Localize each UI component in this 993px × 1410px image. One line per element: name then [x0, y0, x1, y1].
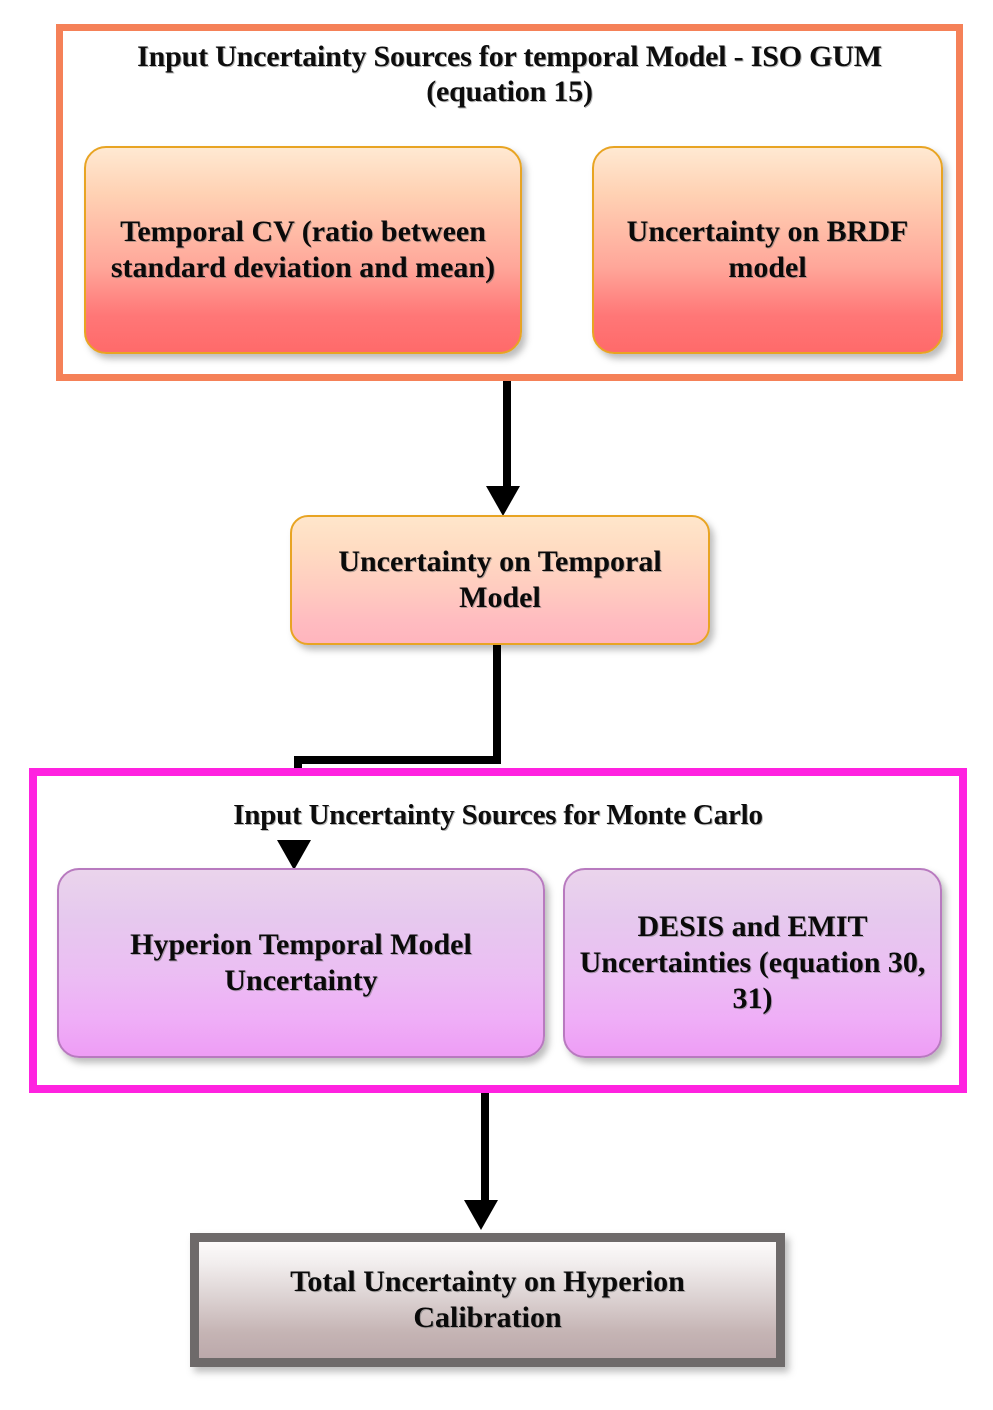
node-temporal-cv[interactable]: Temporal CV (ratio between standard devi… — [84, 146, 522, 354]
node-desis-emit-uncertainties[interactable]: DESIS and EMIT Uncertainties (equation 3… — [563, 868, 942, 1058]
connector-monte-carlo-to-total-arrowhead — [464, 1200, 498, 1230]
node-hyperion-temporal-model-uncertainty[interactable]: Hyperion Temporal Model Uncertainty — [57, 868, 545, 1058]
node-brdf-uncertainty[interactable]: Uncertainty on BRDF model — [592, 146, 943, 354]
connector-gum-to-temporal-model-line — [503, 381, 511, 491]
node-uncertainty-on-temporal-model[interactable]: Uncertainty on Temporal Model — [290, 515, 710, 645]
connector-temporal-model-segment-down — [493, 645, 501, 764]
group-monte-carlo-title: Input Uncertainty Sources for Monte Carl… — [233, 799, 763, 831]
connector-gum-to-temporal-model-arrowhead — [486, 486, 520, 516]
connector-monte-carlo-to-total-line — [481, 1093, 489, 1205]
connector-temporal-model-segment-left — [294, 756, 501, 764]
node-total-uncertainty-hyperion-calibration[interactable]: Total Uncertainty on Hyperion Calibratio… — [190, 1233, 785, 1367]
group-iso-gum-title: Input Uncertainty Sources for temporal M… — [137, 40, 882, 109]
connector-temporal-model-arrowhead — [277, 840, 311, 870]
